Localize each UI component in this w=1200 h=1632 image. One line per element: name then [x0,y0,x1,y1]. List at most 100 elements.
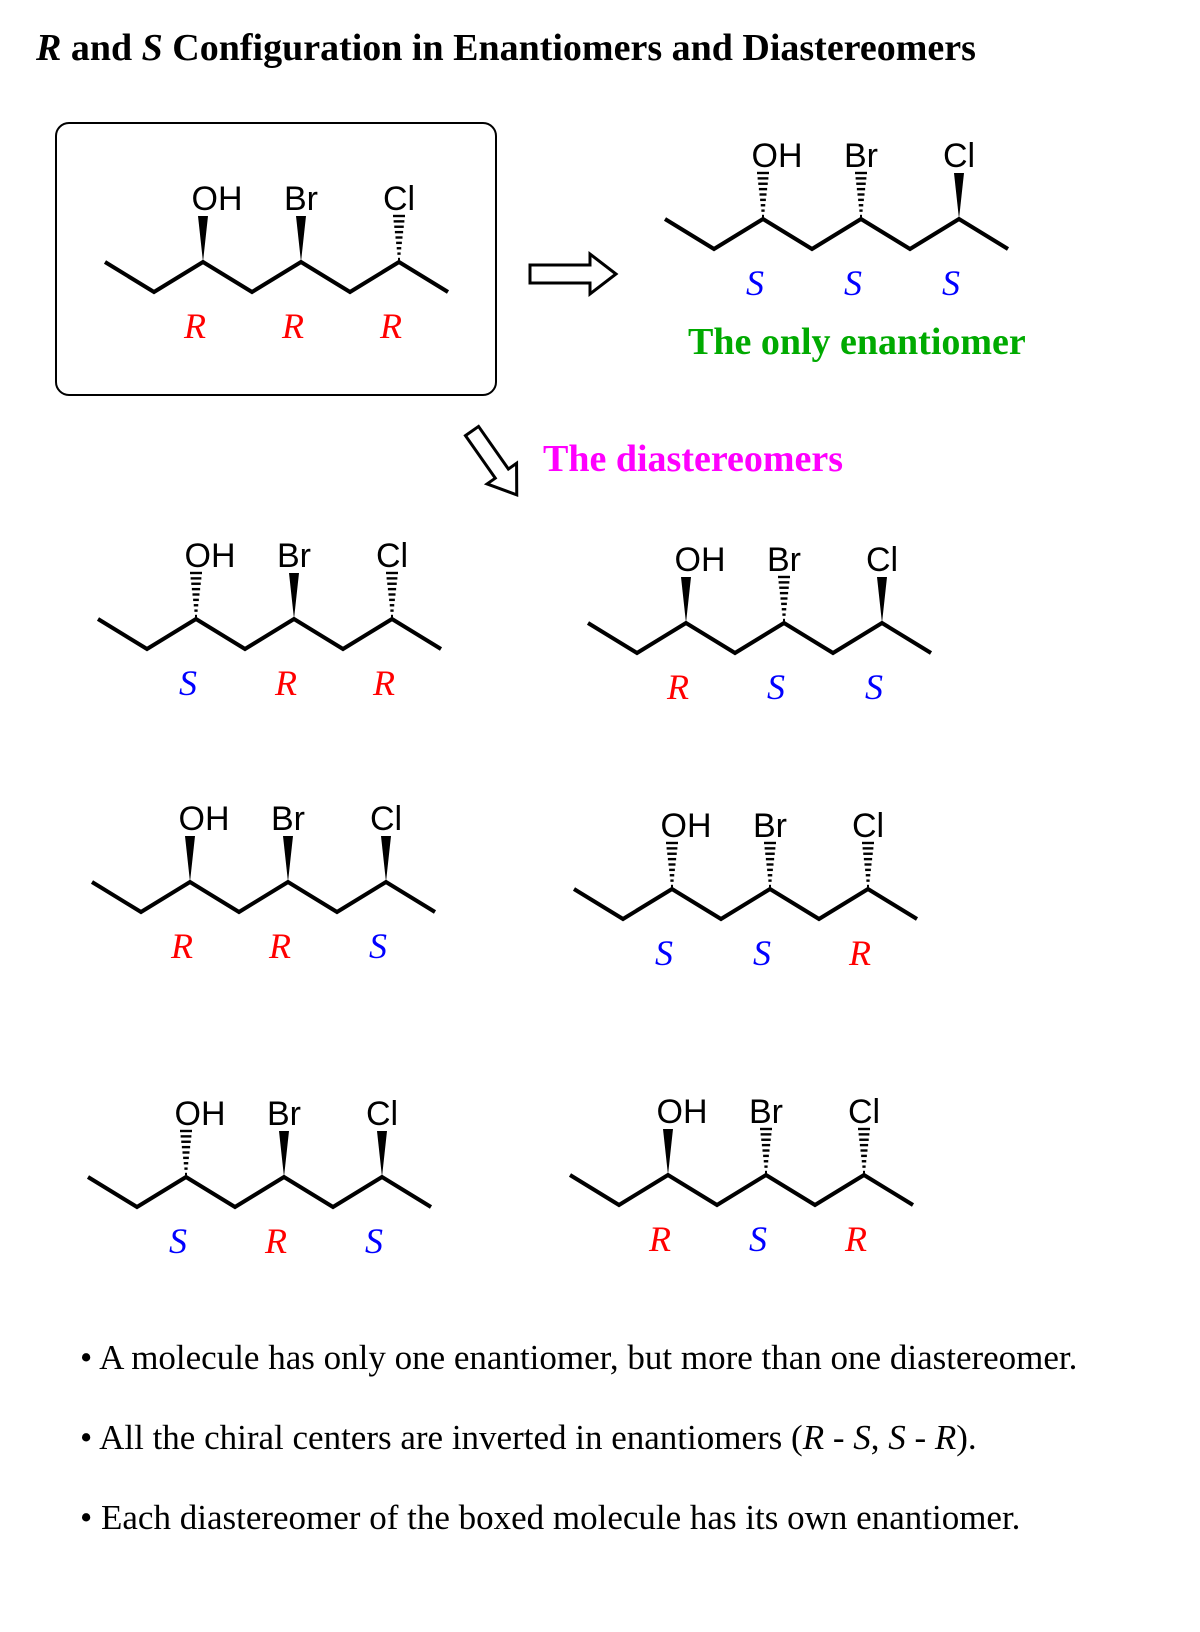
config-label-r: R [264,1221,287,1261]
bullet-1: • A molecule has only one enantiomer, bu… [80,1338,1077,1378]
carbon-chain [663,216,1010,252]
atom-label-br: Br [767,541,801,579]
wedge-bond [283,836,293,882]
hashed-bond [858,1127,870,1174]
hashed-bond [760,1127,772,1174]
config-label-s: S [865,667,883,707]
bullet-dot-icon: • [80,1418,93,1457]
bullet-text: All the chiral centers are inverted in e… [99,1418,977,1457]
hashed-bond [778,575,790,622]
config-label-s: S [753,933,771,973]
title-r: R [36,27,62,69]
config-label-s: S [169,1221,187,1261]
atom-label-br: Br [284,180,318,218]
wedge-bond [289,573,299,619]
title-s: S [141,27,163,69]
config-label-r: R [666,667,689,707]
hashed-bond [757,171,769,218]
atom-label-cl: Cl [848,1093,880,1131]
carbon-chain [572,886,919,922]
atom-label-oh: OH [179,800,230,838]
atom-label-cl: Cl [852,807,884,845]
atom-label-oh: OH [661,807,712,845]
hashed-bond [666,841,678,888]
wedge-bond [185,836,195,882]
atom-label-br: Br [267,1095,301,1133]
config-label-r: R [281,306,304,346]
wedge-bond [877,577,887,623]
carbon-chain [96,616,443,652]
hashed-bond [180,1129,192,1176]
atom-label-cl: Cl [376,537,408,575]
bullet-comma: , [870,1418,889,1457]
wedge-bond [681,577,691,623]
carbon-chain [86,1174,433,1210]
hashed-bond [855,171,867,218]
config-label-r: R [268,926,291,966]
wedge-bond [296,216,306,262]
config-label-s: S [179,663,197,703]
molecule-diastereomer-2: OH R BrS ClS [586,541,933,707]
atom-label-br: Br [753,807,787,845]
atom-label-cl: Cl [943,137,975,175]
config-label-s: S [844,263,862,303]
config-label-r: R [848,933,871,973]
config-label-r: R [183,306,206,346]
atom-label-cl: Cl [866,541,898,579]
config-label-s: S [749,1219,767,1259]
bullet-2: • All the chiral centers are inverted in… [80,1418,977,1458]
atom-label-oh: OH [675,541,726,579]
atom-label-cl: Cl [383,180,415,218]
atom-label-br: Br [271,800,305,838]
bullet-r2: R [934,1418,957,1457]
config-label-s: S [369,926,387,966]
hashed-bond [386,571,398,618]
atom-label-oh: OH [752,137,803,175]
wedge-bond [198,216,208,262]
carbon-chain [568,1172,915,1208]
wedge-bond [279,1131,289,1177]
atom-label-br: Br [277,537,311,575]
config-label-r: R [379,306,402,346]
enantiomer-caption: The only enantiomer [688,321,1026,363]
bullet-s1: S [853,1418,871,1457]
config-label-s: S [942,263,960,303]
bullet-s2: S [888,1418,906,1457]
hashed-bond [393,214,405,261]
carbon-chain [90,879,437,915]
config-label-s: S [767,667,785,707]
carbon-chain [103,259,450,295]
hashed-bond [862,841,874,888]
config-label-s: S [655,933,673,973]
bullet-text: Each diastereomer of the boxed molecule … [101,1498,1021,1537]
config-label-s: S [365,1221,383,1261]
atom-label-br: Br [844,137,878,175]
atom-label-oh: OH [175,1095,226,1133]
bullet-r1: R [802,1418,825,1457]
config-label-r: R [648,1219,671,1259]
bullet-sep2: - [905,1418,935,1457]
wedge-bond [381,836,391,882]
config-label-r: R [274,663,297,703]
page-title: R and S Configuration in Enantiomers and… [36,26,976,70]
boxed-molecule-frame [55,122,497,396]
wedge-bond [377,1131,387,1177]
molecule-diastereomer-4: OH S BrS ClR [572,807,919,973]
hashed-bond [190,571,202,618]
bullet-dot-icon: • [80,1498,93,1537]
atom-label-br: Br [749,1093,783,1131]
atom-label-oh: OH [657,1093,708,1131]
bullet-3: • Each diastereomer of the boxed molecul… [80,1498,1020,1538]
wedge-bond [954,173,964,219]
title-and: and [61,27,142,69]
bullet-text: A molecule has only one enantiomer, but … [99,1338,1078,1377]
molecule-boxed: OH R BrR ClR [103,180,450,346]
atom-label-oh: OH [192,180,243,218]
arrow-down-right-icon [463,424,519,498]
bullet-text-after: ). [956,1418,977,1457]
